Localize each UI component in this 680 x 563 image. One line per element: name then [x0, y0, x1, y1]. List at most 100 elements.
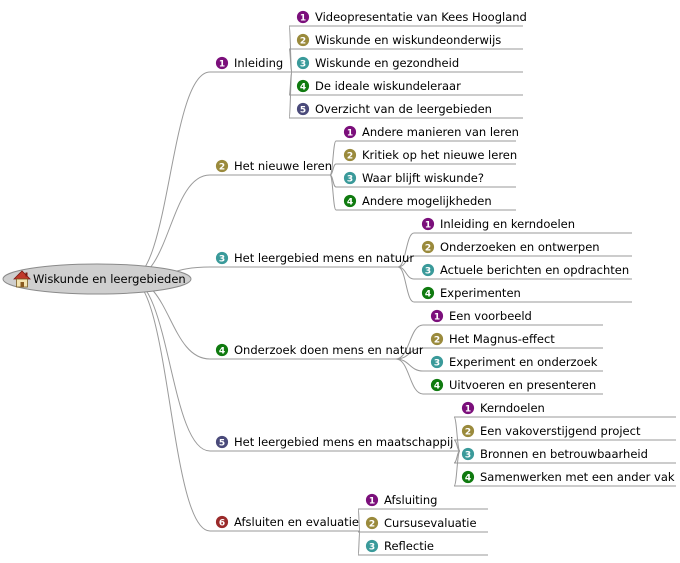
child-label: Kritiek op het nieuwe leren [362, 148, 517, 162]
branch-6-child-3[interactable]: 3 Reflectie [358, 539, 488, 556]
svg-text:2: 2 [369, 519, 375, 529]
branch-4-node[interactable]: 4 Onderzoek doen mens en natuur [210, 343, 424, 360]
branch-1-child-3[interactable]: 3 Wiskunde en gezondheid [289, 56, 523, 73]
svg-text:3: 3 [369, 542, 375, 552]
child-label: Experiment en onderzoek [449, 355, 598, 369]
number-3-badge-icon: 3 [365, 539, 379, 553]
branch-3-child-1[interactable]: 1 Inleiding en kerndoelen [414, 217, 632, 234]
root-bubble[interactable] [2, 263, 192, 295]
branch-5-child-2[interactable]: 2 Een vakoverstijgend project [454, 424, 676, 441]
number-2-badge-icon: 2 [421, 240, 435, 254]
number-2-badge-icon: 2 [343, 148, 357, 162]
root-node[interactable]: Wiskunde en leergebieden [2, 263, 192, 295]
root-label: Wiskunde en leergebieden [33, 272, 186, 286]
svg-text:2: 2 [434, 335, 440, 345]
child-label: Het Magnus-effect [449, 332, 555, 346]
child-label: Overzicht van de leergebieden [315, 102, 492, 116]
branch-6-node[interactable]: 6 Afsluiten en evaluatie [210, 515, 360, 532]
number-4-badge-icon: 4 [215, 343, 229, 357]
svg-text:4: 4 [300, 82, 306, 92]
branch-label: Het leergebied mens en natuur [234, 251, 414, 265]
branch-4-child-1[interactable]: 1 Een voorbeeld [423, 309, 603, 326]
svg-text:1: 1 [465, 404, 471, 414]
branch-2-child-1[interactable]: 1 Andere manieren van leren [336, 125, 519, 142]
branch-6-child-2[interactable]: 2 Cursusevaluatie [358, 516, 488, 533]
number-2-badge-icon: 2 [215, 159, 229, 173]
child-label: Een voorbeeld [449, 309, 532, 323]
child-label: Andere manieren van leren [362, 125, 519, 139]
branch-1-child-4[interactable]: 4 De ideale wiskundeleraar [289, 79, 523, 96]
child-label: Videopresentatie van Kees Hoogland [315, 10, 527, 24]
child-label: Wiskunde en gezondheid [315, 56, 459, 70]
branch-2-child-3[interactable]: 3 Waar blijft wiskunde? [336, 171, 516, 188]
number-1-badge-icon: 1 [215, 56, 229, 70]
branch-6-child-1[interactable]: 1 Afsluiting [358, 493, 488, 510]
number-3-badge-icon: 3 [296, 56, 310, 70]
svg-text:2: 2 [465, 427, 471, 437]
svg-text:3: 3 [347, 174, 353, 184]
branch-2-child-4[interactable]: 4 Andere mogelijkheden [336, 194, 516, 211]
branch-label: Onderzoek doen mens en natuur [234, 343, 424, 357]
number-2-badge-icon: 2 [296, 33, 310, 47]
svg-text:1: 1 [219, 59, 225, 69]
child-label: Andere mogelijkheden [362, 194, 492, 208]
svg-text:1: 1 [347, 128, 353, 138]
child-label: Reflectie [384, 539, 434, 553]
branch-1-child-2[interactable]: 2 Wiskunde en wiskundeonderwijs [289, 33, 523, 50]
number-1-badge-icon: 1 [421, 217, 435, 231]
svg-text:4: 4 [434, 381, 440, 391]
number-3-badge-icon: 3 [215, 251, 229, 265]
svg-text:3: 3 [465, 450, 471, 460]
child-label: Experimenten [440, 286, 521, 300]
number-5-badge-icon: 5 [296, 102, 310, 116]
branch-5-child-4[interactable]: 4 Samenwerken met een ander vak [454, 470, 676, 487]
number-1-badge-icon: 1 [365, 493, 379, 507]
number-2-badge-icon: 2 [430, 332, 444, 346]
svg-text:5: 5 [300, 105, 306, 115]
child-label: Cursusevaluatie [384, 516, 477, 530]
svg-text:4: 4 [465, 473, 471, 483]
number-1-badge-icon: 1 [430, 309, 444, 323]
svg-text:3: 3 [300, 59, 306, 69]
child-label: Afsluiting [384, 493, 437, 507]
child-label: Een vakoverstijgend project [480, 424, 641, 438]
child-label: De ideale wiskundeleraar [315, 79, 461, 93]
child-label: Wiskunde en wiskundeonderwijs [315, 33, 501, 47]
svg-text:1: 1 [434, 312, 440, 322]
svg-text:2: 2 [425, 243, 431, 253]
home-icon [13, 270, 31, 288]
branch-4-child-4[interactable]: 4 Uitvoeren en presenteren [423, 378, 603, 395]
child-label: Waar blijft wiskunde? [362, 171, 484, 185]
branch-label: Het leergebied mens en maatschappij [234, 435, 453, 449]
svg-text:4: 4 [219, 346, 225, 356]
branch-1-child-5[interactable]: 5 Overzicht van de leergebieden [289, 102, 523, 119]
branch-5-child-3[interactable]: 3 Bronnen en betrouwbaarheid [454, 447, 676, 464]
number-6-badge-icon: 6 [215, 515, 229, 529]
child-label: Samenwerken met een ander vak [480, 470, 675, 484]
svg-text:4: 4 [347, 197, 353, 207]
branch-3-node[interactable]: 3 Het leergebied mens en natuur [210, 251, 414, 268]
branch-5-node[interactable]: 5 Het leergebied mens en maatschappij [210, 435, 460, 452]
branch-2-child-2[interactable]: 2 Kritiek op het nieuwe leren [336, 148, 517, 165]
branch-4-child-2[interactable]: 2 Het Magnus-effect [423, 332, 603, 349]
number-4-badge-icon: 4 [430, 378, 444, 392]
child-label: Uitvoeren en presenteren [449, 378, 596, 392]
number-2-badge-icon: 2 [365, 516, 379, 530]
number-1-badge-icon: 1 [461, 401, 475, 415]
child-label: Bronnen en betrouwbaarheid [480, 447, 648, 461]
number-5-badge-icon: 5 [215, 435, 229, 449]
number-1-badge-icon: 1 [343, 125, 357, 139]
branch-label: Afsluiten en evaluatie [234, 515, 359, 529]
child-label: Inleiding en kerndoelen [440, 217, 575, 231]
svg-text:1: 1 [369, 496, 375, 506]
